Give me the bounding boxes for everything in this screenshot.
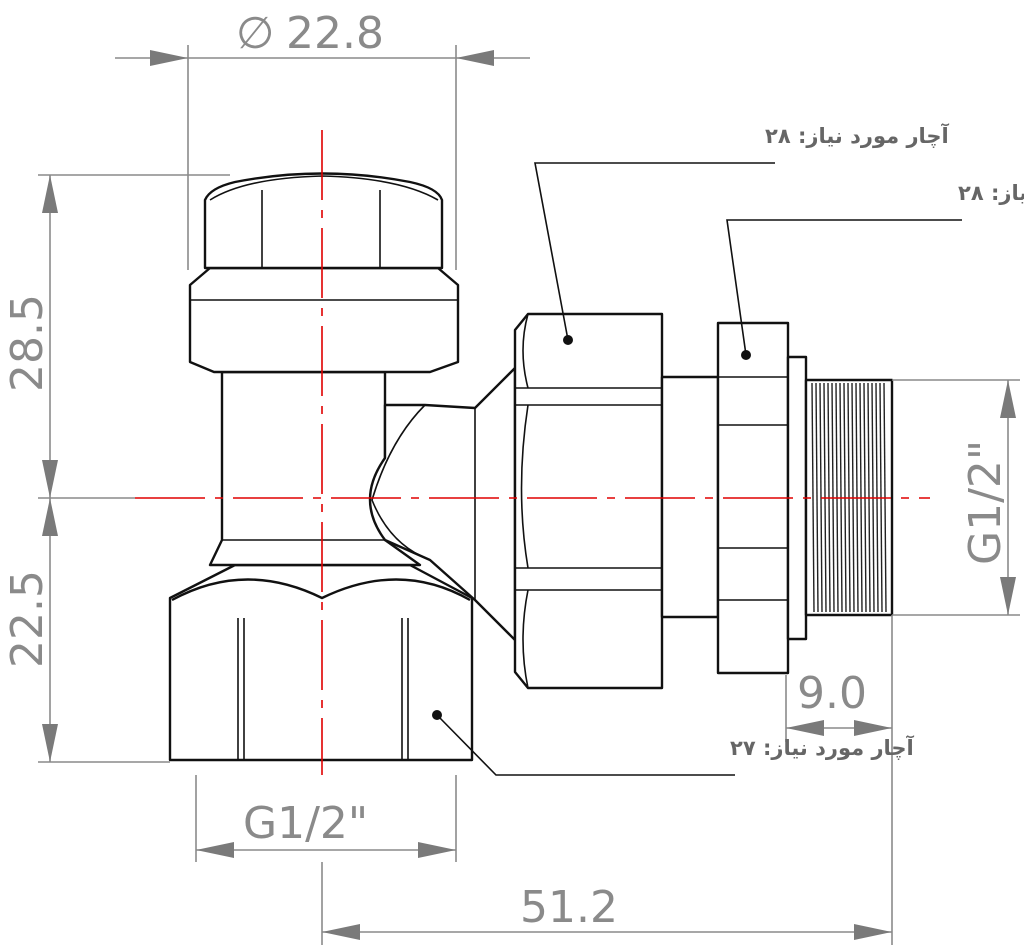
arrowhead — [1000, 577, 1016, 615]
tail-shaft — [660, 375, 720, 619]
note-bottom-body: آچار مورد نیاز: ۲۷ — [730, 735, 915, 760]
thread-line — [811, 382, 815, 613]
union-nut — [513, 312, 664, 690]
arrowhead — [42, 498, 58, 536]
leader-line — [726, 219, 962, 356]
arrowhead — [42, 724, 58, 762]
top-cap — [203, 172, 444, 270]
dim-upper-height: 28.5 — [2, 294, 53, 392]
arrowhead — [42, 175, 58, 213]
arrowhead — [150, 50, 188, 66]
arrowhead — [786, 720, 824, 736]
bottom-hex-inner-arc — [171, 578, 471, 602]
arrowhead — [854, 720, 892, 736]
arrowhead — [42, 460, 58, 498]
thread-line — [815, 382, 819, 613]
arrowhead — [418, 842, 456, 858]
side-branch-curve — [371, 404, 431, 561]
arrowhead — [196, 842, 234, 858]
diameter-symbol: ∅ — [236, 8, 274, 59]
dim-lower-height: 22.5 — [2, 570, 53, 668]
leader-line — [436, 714, 735, 776]
arrowhead — [1000, 380, 1016, 418]
bottom-hex-body — [168, 563, 474, 762]
dim-thread-length: 9.0 — [797, 668, 867, 719]
arrowhead — [854, 924, 892, 940]
arrowhead — [322, 924, 360, 940]
dim-right-thread: G1/2" — [960, 440, 1011, 565]
dim-overall-length: 51.2 — [520, 882, 618, 933]
note-right-nut: آچار مورد نیاز: ۲۸ — [958, 180, 1024, 205]
dim-bottom-thread: G1/2" — [243, 798, 368, 849]
arrowhead — [456, 50, 494, 66]
leader-line — [534, 162, 775, 341]
nut-edge-curve — [520, 313, 529, 689]
bonnet-ring — [188, 266, 460, 374]
dim-top-diameter: 22.8 — [286, 8, 384, 59]
note-top-nut: آچار مورد نیاز: ۲۸ — [765, 123, 950, 148]
